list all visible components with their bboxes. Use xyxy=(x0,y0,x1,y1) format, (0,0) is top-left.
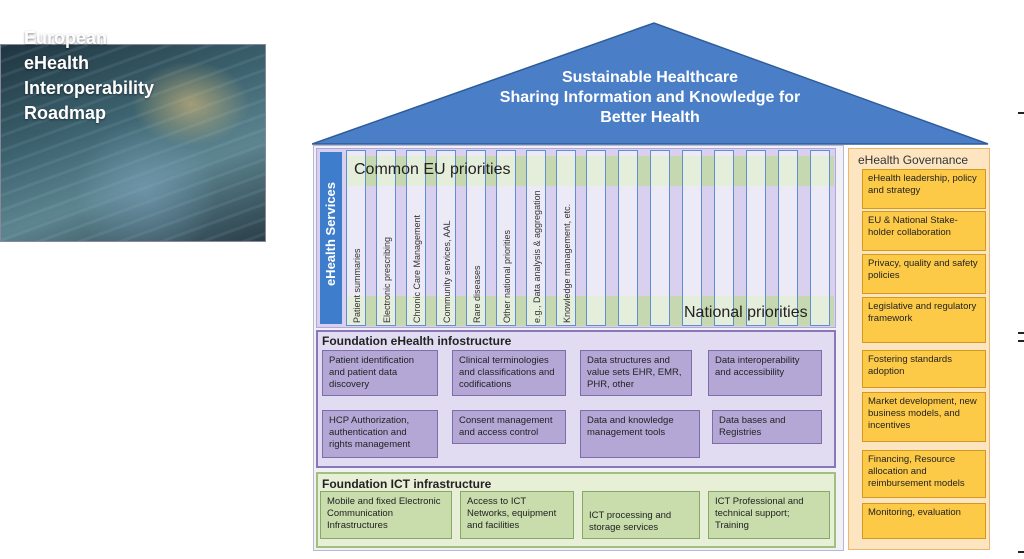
edge-tick-mark xyxy=(1018,332,1024,334)
foundation-ehealth-title: Foundation eHealth infostructure xyxy=(322,334,512,348)
roof-line-3: Better Health xyxy=(600,109,700,126)
governance-item: eHealth leadership, policy and strategy xyxy=(862,169,986,209)
common-priorities-label: Common EU priorities xyxy=(354,161,511,178)
ict-infrastructure-box: Access to ICT Networks, equipment and fa… xyxy=(460,491,574,539)
ict-infrastructure-box: Mobile and fixed Electronic Communicatio… xyxy=(320,491,452,539)
edge-tick-mark xyxy=(1018,340,1024,342)
roadmap-title: European eHealth Interoperability Roadma… xyxy=(24,28,155,123)
governance-item: EU & National Stake-holder collaboration xyxy=(862,211,986,251)
roof-line-2: Sharing Information and Knowledge for xyxy=(499,89,801,106)
national-priorities-label: National priorities xyxy=(684,304,808,321)
service-column: Chronic Care Management xyxy=(406,150,426,326)
service-column-label: Knowledge management, etc. xyxy=(562,203,572,323)
ict-infrastructure-box: ICT Professional and technical support; … xyxy=(708,491,830,539)
ehealth-services-label: eHealth Services xyxy=(323,181,338,287)
governance-item: Legislative and regulatory framework xyxy=(862,297,986,343)
governance-item: Monitoring, evaluation xyxy=(862,503,986,539)
edge-tick-mark xyxy=(1018,112,1024,114)
infostructure-box: Patient identification and patient data … xyxy=(322,350,438,396)
service-column xyxy=(682,150,702,326)
infostructure-box: Data and knowledge management tools xyxy=(580,410,700,458)
service-column: e.g., Data analysis & aggregation xyxy=(526,150,546,326)
infostructure-box: Clinical terminologies and classificatio… xyxy=(452,350,566,396)
infostructure-box: Data structures and value sets EHR, EMR,… xyxy=(580,350,692,396)
service-column-label: e.g., Data analysis & aggregation xyxy=(532,190,542,323)
service-column: Community services, AAL xyxy=(436,150,456,326)
service-column xyxy=(650,150,670,326)
service-column: Knowledge management, etc. xyxy=(556,150,576,326)
infostructure-box: Consent management and access control xyxy=(452,410,566,444)
service-column xyxy=(810,150,830,326)
roof-line-1: Sustainable Healthcare xyxy=(561,69,739,86)
service-column: Other national priorities xyxy=(496,150,516,326)
foundation-ict-title: Foundation ICT infrastructure xyxy=(322,477,492,491)
service-column xyxy=(746,150,766,326)
ict-infrastructure-box: ICT processing and storage services xyxy=(582,491,700,539)
house-roof xyxy=(312,22,989,145)
service-column: Rare diseases xyxy=(466,150,486,326)
infostructure-box: Data interoperability and accessibility xyxy=(708,350,822,396)
governance-item: Fostering standards adoption xyxy=(862,350,986,388)
ehealth-governance-title: eHealth Governance xyxy=(858,153,969,167)
service-column: Patient summaries xyxy=(346,150,366,326)
service-column: Electronic prescribing xyxy=(376,150,396,326)
service-column xyxy=(714,150,734,326)
governance-item: Financing, Resource allocation and reimb… xyxy=(862,450,986,498)
roadmap-cover-image xyxy=(0,44,266,242)
governance-item: Market development, new business models,… xyxy=(862,392,986,442)
service-column xyxy=(778,150,798,326)
edge-tick-mark xyxy=(1018,551,1024,553)
infostructure-box: Data bases and Registries xyxy=(712,410,822,444)
ehealth-services-bar xyxy=(320,152,342,324)
roof-vision-text: Sustainable Healthcare Sharing Informati… xyxy=(430,68,870,128)
infostructure-box: HCP Authorization, authentication and ri… xyxy=(322,410,438,458)
service-column xyxy=(618,150,638,326)
governance-item: Privacy, quality and safety policies xyxy=(862,254,986,294)
service-column xyxy=(586,150,606,326)
